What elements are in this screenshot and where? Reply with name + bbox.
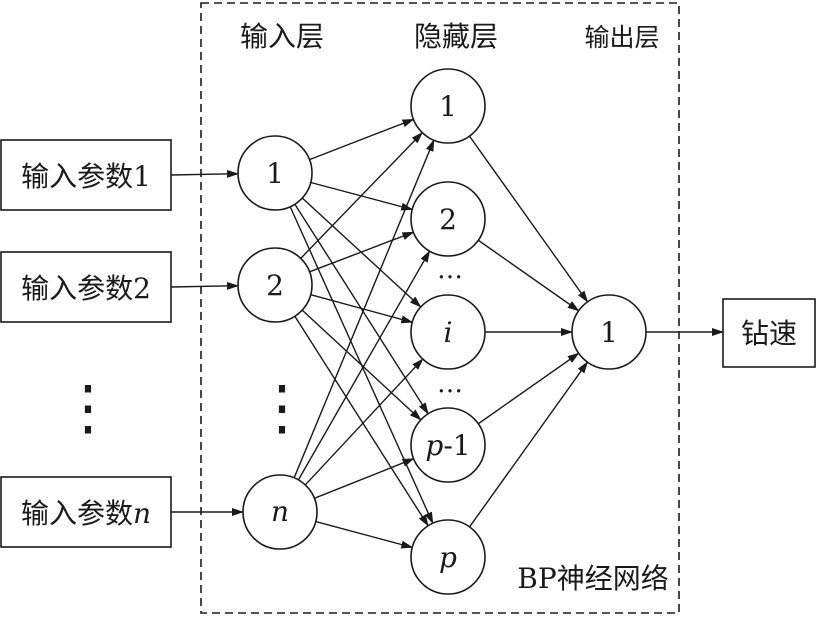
input-node-label-2: 2: [266, 269, 284, 302]
hidden-node-i: [410, 294, 486, 370]
hidden-node-label-1: 1: [439, 90, 457, 123]
hidden-node-p: [410, 519, 486, 595]
edge-hiddenp-minus-1-to-output: [477, 352, 580, 425]
edge-hidden2-to-output: [477, 239, 580, 312]
input-node-1: [237, 135, 313, 211]
input-param-box-2: [0, 251, 172, 323]
input-param-box-1: [0, 139, 172, 211]
network-frame: [200, 2, 680, 614]
output-layer-title: 输出层: [584, 23, 659, 52]
hidden-node-label-p-minus-1-var: p: [425, 429, 443, 462]
edge-hiddenp-to-output: [468, 361, 589, 528]
hidden-node-label-i: i: [444, 316, 453, 349]
input-param-label-1: 输入参数1: [21, 160, 151, 193]
edge-inputn-to-hidden1: [293, 139, 435, 479]
connection-edges: [170, 118, 724, 549]
hidden-layer-title: 隐藏层: [414, 20, 498, 53]
input-layer-title: 输入层: [240, 20, 324, 53]
hidden-node-2: [410, 181, 486, 257]
input-param-label-n-text: 输入参数: [21, 497, 133, 530]
output-node-1: [571, 294, 647, 370]
input-param-box-n: [0, 476, 172, 548]
hidden-node-label-p: p: [439, 541, 457, 574]
hidden-node-label-p-minus-1-suffix: -1: [443, 429, 470, 462]
edge-inputn-to-hidden2: [297, 250, 431, 481]
edge-input2-to-hidden1: [300, 131, 423, 259]
edge-input2-to-hiddeni: [310, 294, 414, 324]
edge-input1-to-hidden1: [309, 118, 415, 161]
edge-input2-to-hiddenp-minus-1: [301, 309, 422, 421]
edge-inputn-to-hiddenp: [315, 520, 414, 549]
edge-param2-to-input2: [170, 281, 240, 290]
edge-input2-to-hidden2: [309, 231, 415, 273]
edge-inputn-to-hiddeni: [304, 358, 424, 486]
output-box-label: 钻速: [741, 317, 797, 350]
edge-input2-to-hiddenp: [294, 315, 429, 527]
output-box: [722, 298, 816, 368]
input-node-label-n: n: [271, 495, 289, 528]
input-param-label-n-var: n: [133, 497, 151, 530]
edge-hidden1-to-output: [468, 135, 589, 303]
edge-inputn-to-hiddenp-minus-1: [314, 458, 415, 499]
network-caption: BP神经网络: [517, 562, 668, 595]
input-node-2: [237, 247, 313, 323]
input-param-label-2: 输入参数2: [21, 272, 151, 305]
output-node-label-1: 1: [600, 316, 618, 349]
hidden-node-p-minus-1: [410, 407, 486, 483]
input-node-label-1: 1: [266, 157, 284, 190]
hidden-node-label-2: 2: [439, 203, 457, 236]
hidden-ellipsis-1: …: [437, 255, 463, 285]
input-param-label-n: 输入参数n: [21, 497, 151, 530]
hidden-node-label-p-minus-1: p-1: [425, 429, 470, 462]
hidden-node-1: [410, 68, 486, 144]
input-node-ellipsis: ⋮: [252, 373, 312, 443]
input-node-n: [242, 474, 318, 550]
edge-param1-to-input1: [170, 169, 240, 178]
hidden-ellipsis-2: …: [437, 369, 463, 399]
input-param-ellipsis: ⋮: [58, 373, 118, 443]
